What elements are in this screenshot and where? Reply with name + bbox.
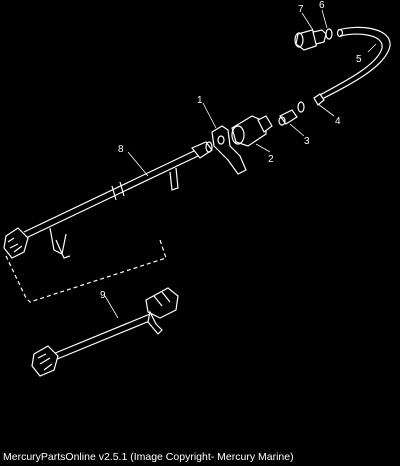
callout-8: 8 bbox=[118, 144, 124, 155]
part-3-fitting bbox=[278, 101, 305, 126]
dashed-group-outline bbox=[5, 239, 167, 303]
part-1-bracket bbox=[211, 125, 247, 175]
copyright-footer: MercuryPartsOnline v2.5.1 (Image Copyrig… bbox=[3, 451, 294, 463]
callout-5: 5 bbox=[356, 54, 362, 65]
part-2-valve bbox=[231, 115, 273, 147]
exploded-parts-diagram: 7 6 5 4 3 2 1 8 9 bbox=[3, 0, 391, 377]
leader-lines bbox=[104, 9, 377, 319]
part-9-harness bbox=[31, 287, 179, 377]
part-4-hose-end bbox=[313, 93, 325, 106]
callout-1: 1 bbox=[197, 95, 203, 106]
callout-3: 3 bbox=[304, 136, 310, 147]
callout-4: 4 bbox=[335, 116, 341, 127]
callout-9: 9 bbox=[100, 290, 106, 301]
callout-6: 6 bbox=[319, 0, 325, 11]
callout-7: 7 bbox=[298, 4, 304, 15]
part-6-ring bbox=[325, 28, 333, 40]
part-8-harness bbox=[3, 141, 213, 259]
part-7-fitting bbox=[294, 29, 327, 51]
part-5-hose bbox=[317, 26, 391, 101]
callout-2: 2 bbox=[268, 154, 274, 165]
